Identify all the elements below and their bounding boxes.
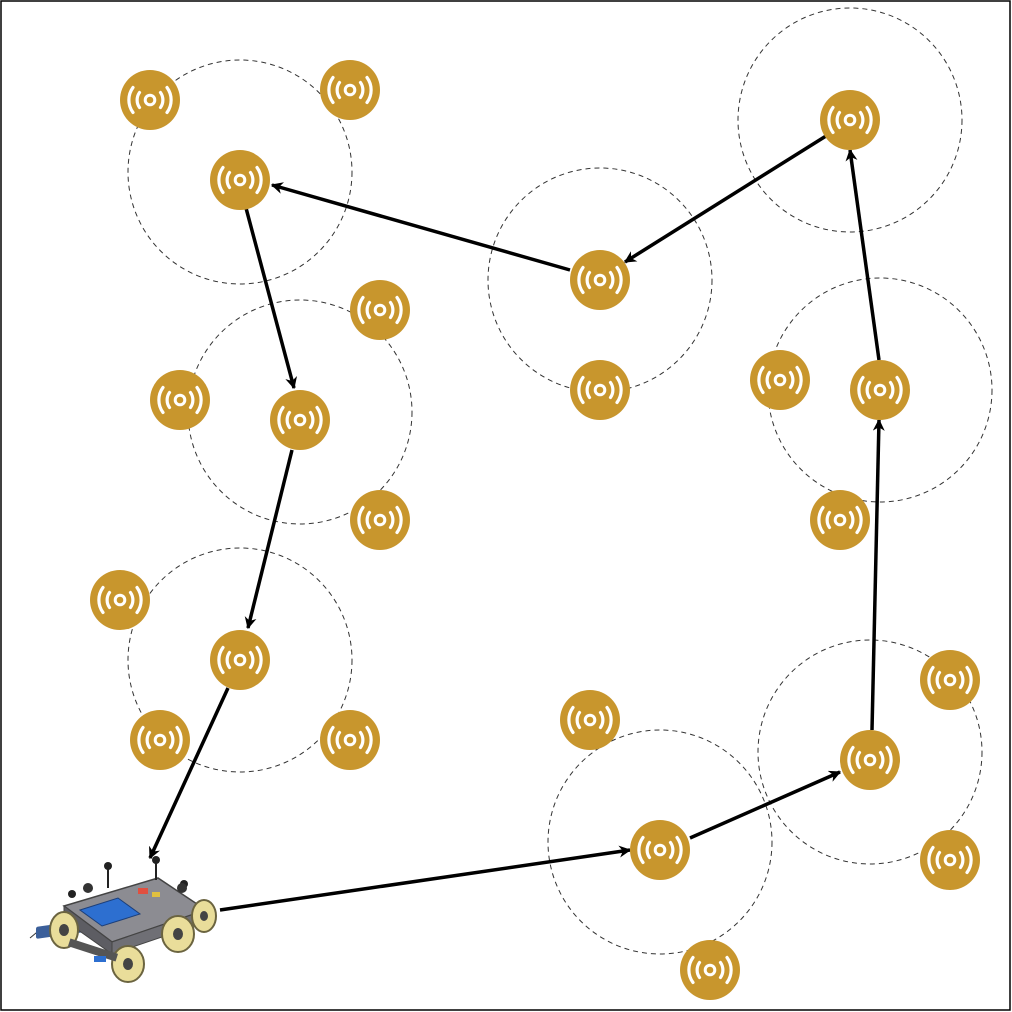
coverage-range-circle	[127, 547, 353, 773]
wireless-signal-icon	[270, 390, 330, 450]
wireless-signal-icon	[210, 150, 270, 210]
wireless-signal-icon	[920, 650, 980, 710]
wireless-signal-icon	[680, 940, 740, 1000]
wireless-signal-icon	[210, 630, 270, 690]
route-arrow	[244, 207, 298, 390]
wireless-signal-icon	[150, 370, 210, 430]
wireless-signal-icon	[850, 360, 910, 420]
wireless-signal-icon	[810, 490, 870, 550]
wireless-signal-icon	[820, 90, 880, 150]
rover-robot-icon	[29, 856, 217, 983]
wireless-signal-icon	[350, 280, 410, 340]
wireless-signal-icon	[840, 730, 900, 790]
wireless-signal-icon	[630, 820, 690, 880]
route-arrow	[870, 418, 885, 731]
coverage-range-circle	[127, 59, 353, 285]
wireless-signal-icon	[320, 710, 380, 770]
route-arrow	[270, 182, 571, 272]
wireless-signal-icon	[560, 690, 620, 750]
coverage-range-circle	[757, 639, 983, 865]
wireless-signal-icon	[570, 250, 630, 310]
wireless-signal-icon	[350, 490, 410, 550]
coverage-range-circle	[737, 7, 963, 233]
route-arrow	[219, 845, 632, 912]
wireless-signal-icon	[130, 710, 190, 770]
route-arrow	[689, 770, 842, 840]
wireless-signal-icon	[570, 360, 630, 420]
wireless-signal-icon	[90, 570, 150, 630]
wireless-signal-icon	[750, 350, 810, 410]
route-arrow	[845, 148, 881, 361]
wireless-signal-icon	[920, 830, 980, 890]
wireless-signal-icon	[120, 70, 180, 130]
wireless-signal-icon	[320, 60, 380, 120]
route-arrow	[244, 449, 294, 630]
coverage-range-circle	[547, 729, 773, 955]
route-arrow	[148, 687, 230, 860]
route-arrows	[148, 134, 885, 912]
route-arrow	[623, 134, 827, 264]
